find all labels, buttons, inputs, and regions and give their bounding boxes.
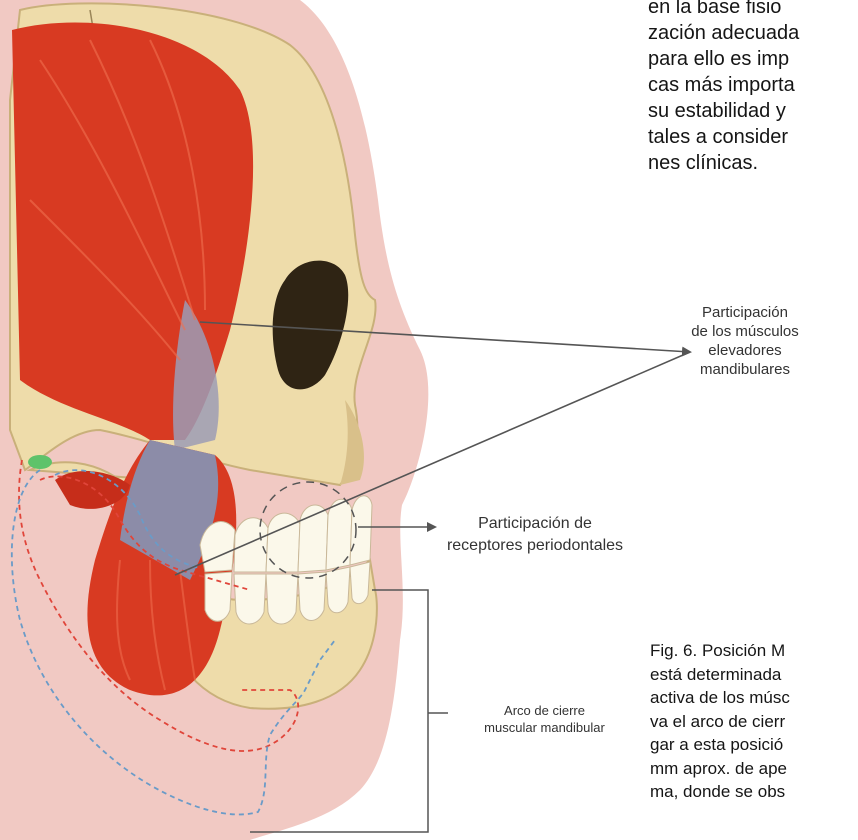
label-line: receptores periodontales bbox=[420, 535, 650, 557]
body-text-line: su estabilidad y bbox=[648, 98, 858, 124]
caption-line: ma, donde se obs bbox=[650, 780, 858, 804]
caption-line: gar a esta posició bbox=[650, 733, 858, 757]
label-line: Participación de bbox=[420, 513, 650, 535]
caption-line: Fig. 6. Posición M bbox=[650, 639, 858, 663]
label-line: muscular mandibular bbox=[452, 719, 637, 736]
body-text-line: nes clínicas. bbox=[648, 150, 858, 176]
label-line: elevadores bbox=[690, 341, 800, 360]
label-elevator-muscles: Participación de los músculos elevadores… bbox=[690, 303, 800, 379]
figure-caption: Fig. 6. Posición M está determinada acti… bbox=[650, 639, 858, 804]
label-line: de los músculos bbox=[690, 322, 800, 341]
label-line: Arco de cierre bbox=[452, 702, 637, 719]
caption-line: mm aprox. de ape bbox=[650, 757, 858, 781]
body-text-line: tales a consider bbox=[648, 124, 858, 150]
label-periodontal-receptors: Participación de receptores periodontale… bbox=[420, 513, 650, 557]
body-text-line: en la base fisio bbox=[648, 0, 858, 20]
label-line: Participación bbox=[690, 303, 800, 322]
articular-disc bbox=[28, 455, 52, 469]
body-text-line: para ello es imp bbox=[648, 46, 858, 72]
caption-line: activa de los músc bbox=[650, 686, 858, 710]
label-line: mandibulares bbox=[690, 360, 800, 379]
body-text-line: zación adecuada bbox=[648, 20, 858, 46]
body-text: en la base fisio zación adecuada para el… bbox=[648, 0, 858, 176]
caption-line: está determinada bbox=[650, 663, 858, 687]
body-text-line: cas más importa bbox=[648, 72, 858, 98]
caption-line: va el arco de cierr bbox=[650, 710, 858, 734]
label-closing-arc: Arco de cierre muscular mandibular bbox=[452, 702, 637, 736]
